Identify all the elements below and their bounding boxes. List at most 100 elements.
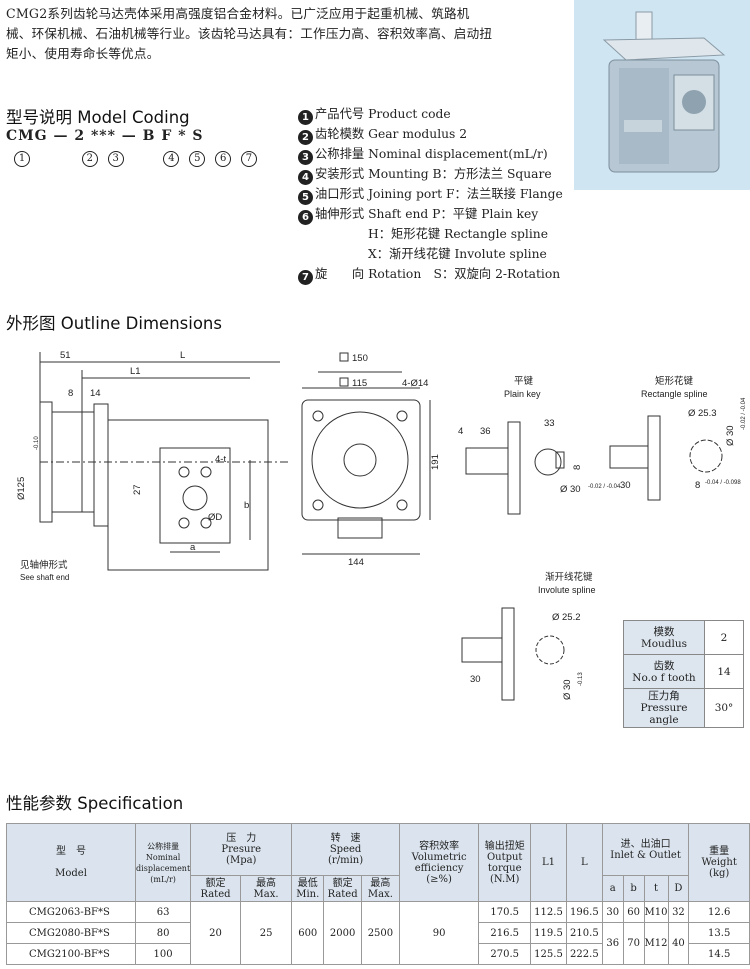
hdr-b: b [622,875,645,902]
dim-square-115: 115 [352,378,367,389]
hdr-speed-unit: (r/min) [328,855,364,866]
dim-125-tolerance: -0.10 [34,436,40,450]
rectangle-spline-view: 矩形花键 Rectangle spline Ø 25.3 Ø 30 -0.02 … [609,375,747,501]
hdr-eff-unit: (≥%) [426,873,452,885]
cell-min-speed: 600 [291,901,325,965]
dim-51: 51 [60,350,71,361]
dim-inv-30-tolerance: -0.13 [578,672,584,686]
plain-key-en: Plain key [504,389,541,399]
hdr-press-cn: 压 力 [226,833,257,844]
cell-displacement: 100 [135,943,192,965]
hdr-model-en: Model [55,868,87,879]
cell-D: 40 [667,922,690,965]
hdr-speed-rated-cn: 额定 [332,877,353,889]
intro-paragraph: CMG2系列齿轮马达壳体采用高强度铝合金材料。已广泛应用于起重机械、筑路机 械、… [6,4,566,64]
dim-plain-4: 4 [458,426,463,437]
legend-en: Joining port F：法兰联接 Flange [368,187,563,201]
spline-value: 30° [704,688,744,728]
cell-displacement: 63 [135,901,192,923]
cell-L: 210.5 [565,922,603,944]
dim-holes: 4-Ø14 [402,378,428,389]
hdr-torque-cn: 输出扭矩 [484,840,525,852]
spline-label-cn: 模数 [653,625,675,638]
legend-en: Mounting B：方形法兰 Square [368,167,552,181]
legend-cn: 旋 向 [315,267,365,281]
cell-max-speed: 2500 [361,901,400,965]
cell-t: M12 [643,922,669,965]
cell-a: 36 [601,922,624,965]
hdr-eff-cn: 容积效率 [419,840,460,852]
hdr-torque-en2: torque [487,862,522,874]
hdr-eff-en2: efficiency [414,862,464,874]
hdr-torque-unit: (N.M) [490,873,520,885]
hdr-press-en: Presure [221,844,262,855]
dim-27: 27 [132,484,143,495]
cell-L: 196.5 [565,901,603,923]
cell-D: 32 [667,901,690,923]
intro-line-3: 矩小、使用寿命长等优点。 [6,46,160,61]
dim-L: L [180,350,185,361]
hdr-min-cn: 最低 [297,877,318,889]
cell-L: 222.5 [565,943,603,965]
code-num-3: 3 [107,151,124,167]
legend-num: 6 [298,210,313,225]
hdr-L1: L1 [530,823,567,902]
legend-en: Shaft end P：平键 Plain key [368,207,539,221]
plain-key-view: 平键 Plain key 4 36 33 8 Ø 30 -0.02 / -0.0… [458,375,621,515]
cell-model: CMG2063-BF*S [5,901,137,923]
spline-label-en: No.o f tooth [632,671,696,684]
hdr-L: L [565,823,603,902]
legend-en: H：矩形花键 Rectangle spline [368,227,548,241]
dim-L1: L1 [130,366,141,377]
cell-L1: 119.5 [530,922,567,944]
hdr-disp-unit: (mL/r) [150,874,176,884]
cell-max-pressure: 25 [239,901,293,965]
legend-num: 7 [298,270,313,285]
dim-plain-33: 33 [544,418,555,429]
dim-inv-25-2: Ø 25.2 [552,612,581,623]
spline-label-cn: 压力角 [648,690,680,702]
dim-inv-len-30: 30 [470,674,481,685]
cell-efficiency: 90 [398,901,480,965]
cell-displacement: 80 [135,922,192,944]
hdr-speed-rated-en: Rated [327,888,358,900]
inv-spline-en: Involute spline [538,585,596,595]
rect-spline-cn: 矩形花键 [655,375,694,387]
shaft-note-en: See shaft end [20,573,69,582]
dim-phiD: ØD [208,512,222,523]
table-row: CMG2100-BF*S 100 270.5 125.5 222.5 14.5 [5,943,750,965]
dim-8: 8 [68,388,73,399]
legend-en: Nominal displacement(mL/r) [368,147,548,161]
dim-inv-30: Ø 30 [562,679,573,700]
spline-label-cn: 齿数 [653,659,675,672]
gear-motor-image [574,0,750,190]
legend-cn: 油口形式 [315,187,365,201]
dim-rect-8-tolerance: -0.04 / -0.098 [705,480,741,486]
code-num-5: 5 [189,151,206,167]
hdr-port-en: Inlet & Outlet [610,849,681,861]
dim-b: b [244,500,249,511]
legend-num: 3 [298,150,313,165]
cell-t: M10 [643,901,669,923]
rect-spline-en: Rectangle spline [641,389,708,399]
shaft-note-cn: 见轴伸形式 [20,559,68,571]
legend-row: X：渐开线花键 Involute spline [298,244,563,264]
model-code: CMG — 2 *** — B F * S [6,128,204,144]
cell-L1: 112.5 [530,901,567,923]
intro-line-1: CMG2系列齿轮马达壳体采用高强度铝合金材料。已广泛应用于起重机械、筑路机 [6,6,470,21]
